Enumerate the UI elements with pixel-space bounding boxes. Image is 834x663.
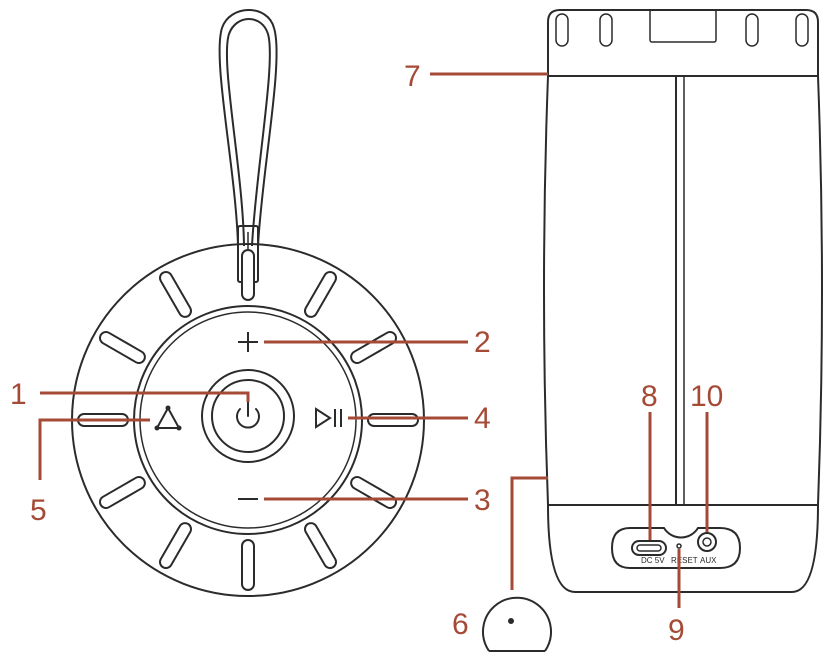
callout-6: 6 bbox=[452, 608, 469, 641]
cap-slot bbox=[555, 13, 569, 47]
speaker-top-view bbox=[71, 9, 425, 597]
cap-slots bbox=[555, 13, 809, 47]
mode-button[interactable] bbox=[154, 405, 182, 431]
play-pause-icon bbox=[315, 407, 342, 429]
microphone-dot-icon bbox=[508, 618, 514, 624]
bottom-base bbox=[547, 504, 819, 593]
aux-jack[interactable] bbox=[697, 532, 717, 552]
lanyard-strap bbox=[218, 9, 278, 283]
callout-8: 8 bbox=[641, 380, 658, 413]
aux-label: AUX bbox=[700, 556, 717, 565]
leader-6 bbox=[510, 476, 548, 590]
cap-slot bbox=[599, 13, 613, 47]
dc-port-label: DC 5V bbox=[641, 556, 665, 565]
callout-1: 1 bbox=[10, 378, 27, 411]
power-button[interactable] bbox=[201, 369, 295, 463]
radial-slot-inner bbox=[161, 524, 190, 568]
cap-slot bbox=[745, 13, 759, 47]
reset-label: RESET bbox=[671, 556, 698, 565]
callout-3: 3 bbox=[474, 484, 491, 517]
leader-1 bbox=[40, 391, 250, 402]
radial-slot-inner bbox=[100, 333, 144, 362]
radial-slot-inner bbox=[100, 478, 144, 507]
callout-9: 9 bbox=[668, 614, 685, 647]
speaker-side-view: DC 5V RESET AUX bbox=[543, 9, 823, 593]
radial-slot-inner bbox=[306, 272, 335, 316]
microphone-detail bbox=[482, 596, 552, 652]
callout-numbers: 1 2 3 4 5 6 7 8 9 10 bbox=[10, 60, 723, 647]
cap-slot bbox=[795, 13, 809, 47]
callout-4: 4 bbox=[474, 402, 491, 435]
radial-slot-inner bbox=[161, 272, 190, 316]
callout-leaders bbox=[38, 72, 709, 608]
port-panel bbox=[610, 527, 742, 569]
callout-10: 10 bbox=[690, 380, 723, 413]
plus-icon bbox=[238, 332, 258, 352]
volume-up-button[interactable] bbox=[238, 332, 258, 352]
triangle-mode-icon bbox=[154, 405, 182, 431]
power-icon bbox=[236, 401, 260, 429]
callout-2: 2 bbox=[474, 326, 491, 359]
radial-slot-inner bbox=[306, 524, 335, 568]
leader-5 bbox=[38, 418, 150, 480]
play-pause-button[interactable] bbox=[315, 407, 342, 429]
top-cap bbox=[547, 9, 819, 76]
callout-5: 5 bbox=[30, 494, 47, 527]
grille-body bbox=[543, 75, 823, 506]
reset-pinhole[interactable] bbox=[676, 543, 682, 549]
dc-usb-c-port[interactable] bbox=[631, 540, 667, 556]
callout-7: 7 bbox=[404, 60, 421, 93]
